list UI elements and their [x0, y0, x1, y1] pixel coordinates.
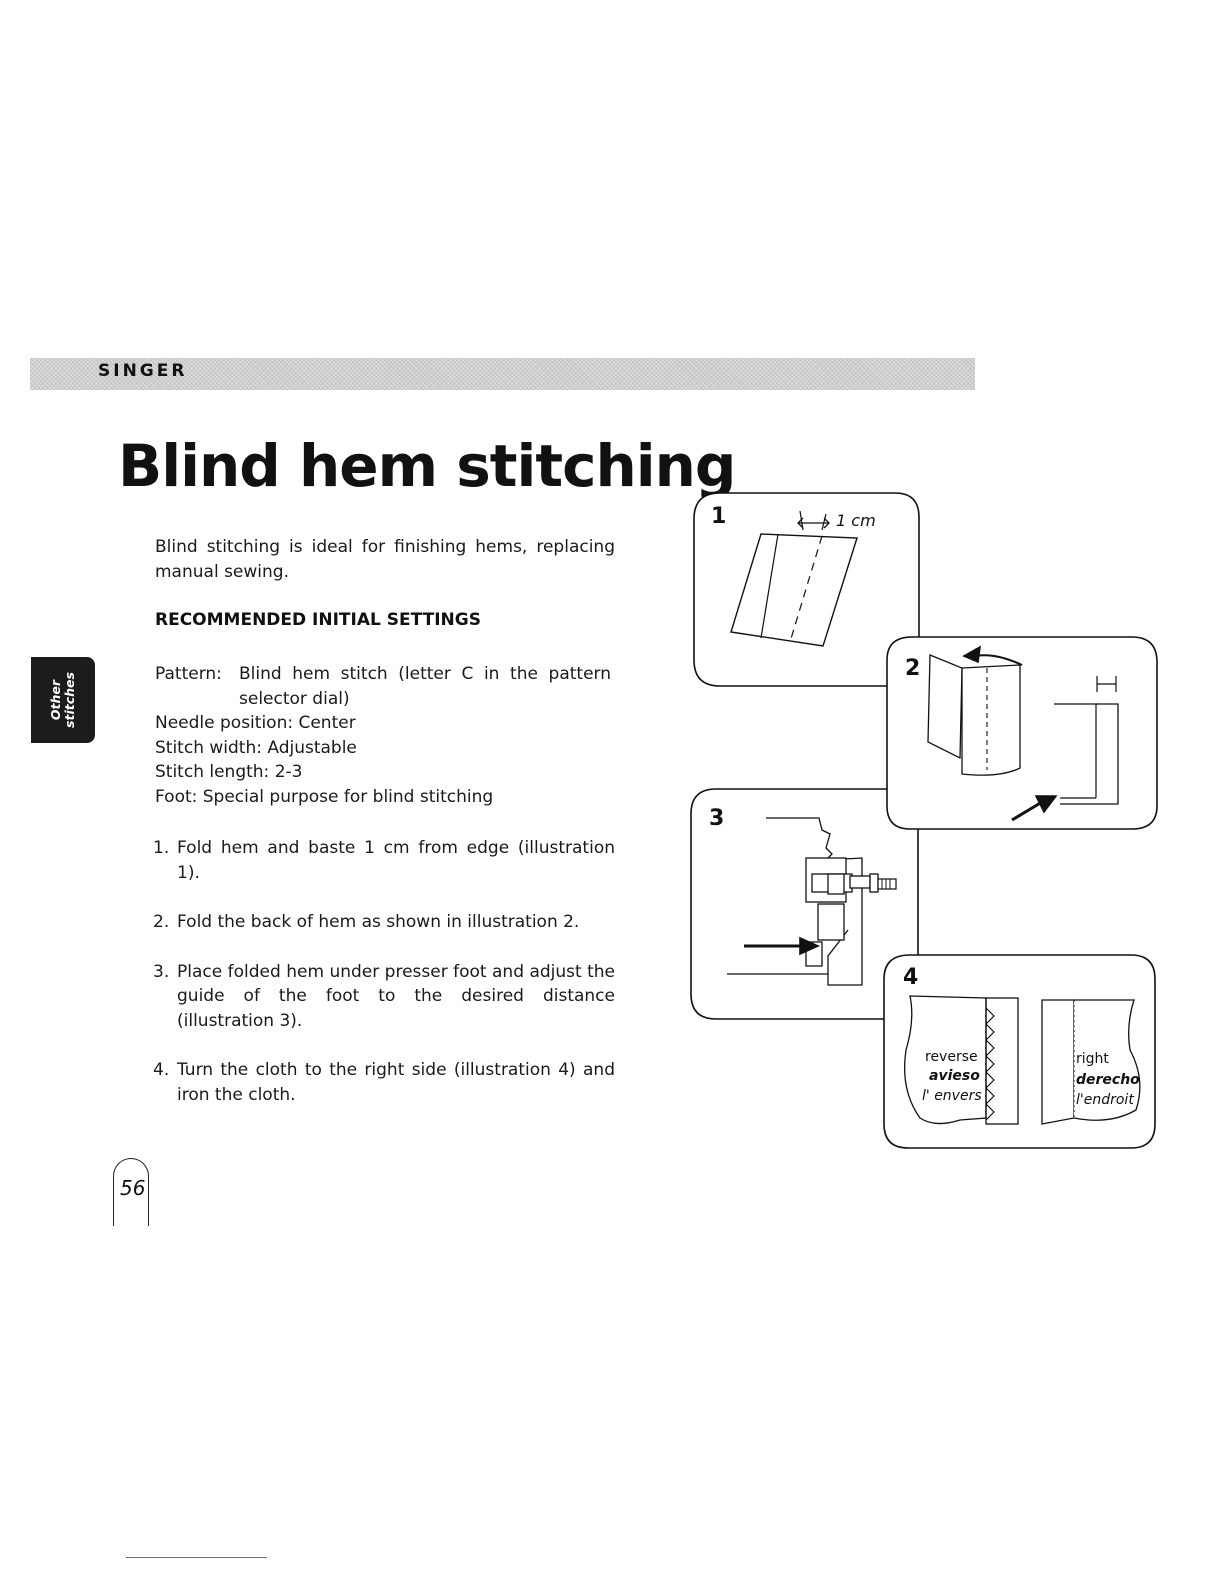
step-number: 2. — [153, 912, 170, 932]
step-number: 1. — [153, 838, 170, 858]
illustration-2-panel — [886, 636, 1158, 830]
illustration-2-number: 2 — [905, 656, 920, 681]
steps-list: 1. Fold hem and baste 1 cm from edge (ill… — [153, 836, 615, 1132]
label-right: right — [1076, 1051, 1109, 1067]
setting-needle: Needle position: Center — [155, 713, 356, 733]
page-title: Blind hem stitching — [118, 432, 736, 500]
step-item: 3. Place folded hem under presser foot an… — [153, 960, 615, 1034]
header-bar — [30, 358, 975, 390]
label-reverse: reverse — [925, 1049, 978, 1065]
label-endroit: l'endroit — [1076, 1092, 1134, 1108]
step-text: Place folded hem under presser foot and … — [177, 961, 615, 1031]
illustration-3-panel — [690, 788, 919, 1020]
step-text: Turn the cloth to the right side (illust… — [177, 1060, 615, 1105]
section-heading: RECOMMENDED INITIAL SETTINGS — [155, 610, 481, 630]
illustration-4-number: 4 — [903, 965, 918, 990]
setting-foot: Foot: Special purpose for blind stitchin… — [155, 786, 494, 807]
setting-length: Stitch length: 2-3 — [155, 762, 303, 782]
illustration-1-number: 1 — [711, 504, 726, 529]
setting-pattern-cont: selector dial) — [239, 688, 350, 709]
step-number: 4. — [153, 1060, 170, 1080]
step-item: 1. Fold hem and baste 1 cm from edge (ill… — [153, 836, 615, 885]
step-text: Fold the back of hem as shown in illustr… — [177, 912, 580, 932]
step-text: Fold hem and baste 1 cm from edge (illus… — [177, 838, 615, 883]
page-number-frame — [113, 1158, 149, 1226]
bottom-rule — [126, 1557, 267, 1558]
measure-label: 1 cm — [836, 511, 876, 530]
pattern-value: Blind hem stitch (letter C in the patter… — [239, 664, 611, 684]
setting-pattern: Pattern: Blind hem stitch (letter C in th… — [155, 662, 615, 687]
step-number: 3. — [153, 961, 170, 982]
label-envers: l' envers — [922, 1088, 982, 1104]
pattern-label: Pattern: — [155, 664, 222, 684]
illustration-4-panel — [883, 954, 1156, 1149]
step-item: 2. Fold the back of hem as shown in illus… — [153, 910, 615, 935]
settings-list: Pattern: Blind hem stitch (letter C in th… — [155, 662, 615, 809]
illustration-1-panel — [693, 492, 920, 687]
label-derecho: derecho — [1076, 1072, 1140, 1088]
label-avieso: avieso — [929, 1068, 980, 1084]
brand-name: SINGER — [98, 361, 188, 381]
setting-width: Stitch width: Adjustable — [155, 737, 357, 758]
page-number: 56 — [120, 1176, 146, 1200]
step-item: 4. Turn the cloth to the right side (illu… — [153, 1058, 615, 1107]
section-side-tab — [31, 657, 95, 743]
illustration-3-number: 3 — [709, 806, 724, 831]
intro-paragraph: Blind stitching is ideal for finishing h… — [155, 537, 615, 582]
